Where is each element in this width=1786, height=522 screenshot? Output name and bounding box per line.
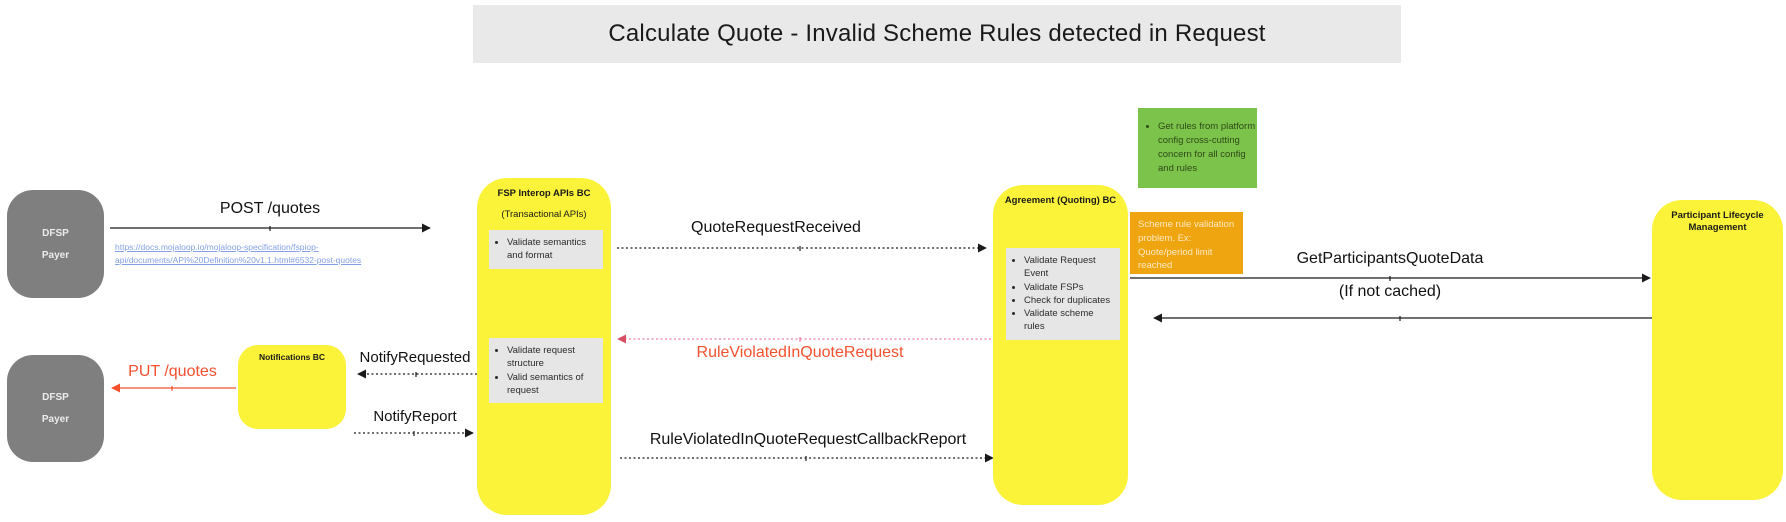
link-line[interactable]: api/documents/API%20Definition%20v1.1.ht… — [115, 255, 362, 266]
list-item: Valid semantics of request — [507, 371, 599, 398]
actor-label: DFSP — [42, 227, 69, 239]
label-rule-violated-in-quote-request: RuleViolatedInQuoteRequest — [696, 344, 904, 361]
actor-fsp-interop-apis-bc: FSP Interop APIs BC (Transactional APIs)… — [477, 178, 611, 515]
actor-label: Payer — [41, 249, 70, 261]
label-notify-requested: NotifyRequested — [359, 349, 471, 366]
diagram-title: Calculate Quote - Invalid Scheme Rules d… — [473, 5, 1401, 63]
list-item: Validate semantics and format — [507, 236, 599, 263]
actor-label: DFSP — [42, 392, 69, 403]
label-post-quotes: POST /quotes — [219, 200, 321, 217]
note-scheme-rule-problem-orange: Scheme rule validation problem. Ex: Quot… — [1130, 212, 1243, 274]
note-get-rules-green: Get rules from platform config cross-cut… — [1138, 108, 1257, 188]
post-quotes-link[interactable]: https://docs.mojaloop.io/mojaloop-specif… — [115, 241, 387, 267]
list-item: Validate Request Event — [1024, 254, 1116, 281]
label-quote-request-received: QuoteRequestReceived — [691, 219, 861, 236]
label-put-quotes: PUT /quotes — [128, 363, 217, 380]
list-item: Validate scheme rules — [1024, 307, 1116, 334]
list-item: Validate FSPs — [1024, 281, 1116, 294]
actor-agreement-quoting-bc: Agreement (Quoting) BC Validate Request … — [993, 185, 1128, 505]
link-line[interactable]: https://docs.mojaloop.io/mojaloop-specif… — [115, 242, 319, 252]
actor-notifications-bc: Notifications BC — [238, 345, 346, 429]
label-notify-report: NotifyReport — [373, 408, 457, 425]
actor-dfsp-payer-bottom: DFSP Payer — [7, 355, 104, 462]
label-rule-violated-callback-report: RuleViolatedInQuoteRequestCallbackReport — [649, 431, 967, 448]
box-title: Agreement (Quoting) BC — [1004, 195, 1117, 206]
box-title: Participant Lifecycle Management — [1671, 210, 1764, 234]
label-get-participants-quote-data: GetParticipantsQuoteData — [1296, 250, 1484, 267]
list-item: Validate request structure — [507, 344, 599, 371]
actor-label: Payer — [41, 414, 70, 425]
note-validate-semantics: Validate semantics and format — [489, 230, 603, 269]
note-validate-structure: Validate request structure Valid semanti… — [489, 338, 603, 404]
note-agreement-validations: Validate Request Event Validate FSPs Che… — [1006, 248, 1120, 340]
list-item: Check for duplicates — [1024, 294, 1116, 307]
box-subtitle: (Transactional APIs) — [501, 209, 587, 221]
list-item: Get rules from platform config cross-cut… — [1158, 120, 1257, 175]
actor-dfsp-payer-top: DFSP Payer — [7, 190, 104, 298]
actor-participant-lifecycle-management: Participant Lifecycle Management — [1652, 200, 1783, 500]
box-title: Notifications BC — [258, 352, 326, 362]
box-title: FSP Interop APIs BC — [497, 188, 591, 199]
label-if-not-cached: (If not cached) — [1338, 283, 1442, 300]
